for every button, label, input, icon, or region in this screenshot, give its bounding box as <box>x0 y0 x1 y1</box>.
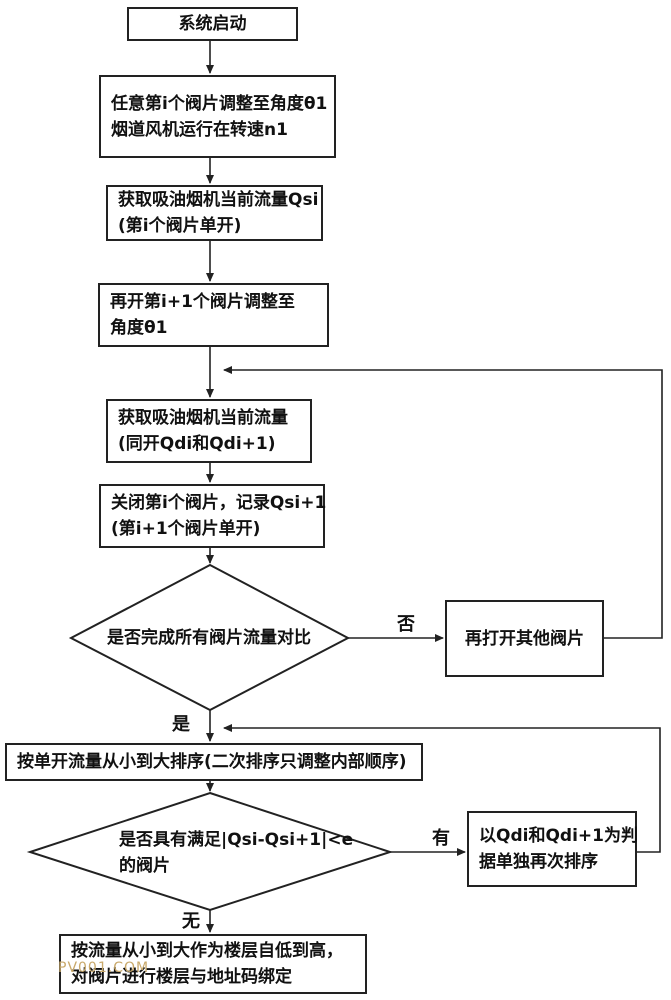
decision-diamond-2 <box>26 791 394 912</box>
step-open-next-line1: 再开第i+1个阀片调整至 <box>110 292 295 312</box>
label-no-1: 否 <box>397 614 415 635</box>
label-no-2: 无 <box>182 911 200 932</box>
decision-diamond-1 <box>68 563 351 712</box>
step-get-flow-both-line1: 获取吸油烟机当前流量 <box>118 408 288 428</box>
decision-2-line1: 是否具有满足|Qsi-Qsi+1|<e <box>119 830 354 850</box>
decision-2-line2: 的阀片 <box>119 856 170 876</box>
step-close-valve-line2: (第i+1个阀片单开) <box>111 519 261 539</box>
step-bind-floor-address: 按流量从小到大作为楼层自低到高， 对阀片进行楼层与地址码绑定 <box>59 934 367 994</box>
step-open-other-text: 再打开其他阀片 <box>465 628 584 649</box>
step-close-valve-record: 关闭第i个阀片，记录Qsi+1 (第i+1个阀片单开) <box>99 484 327 548</box>
step-sort-text: 按单开流量从小到大排序(二次排序只调整内部顺序) <box>17 752 407 772</box>
step-get-flow-qsi-line2: (第i个阀片单开) <box>118 216 242 236</box>
step-get-flow-both: 获取吸油烟机当前流量 (同开Qdi和Qdi+1) <box>106 399 312 463</box>
step-init-line2: 烟道风机运行在转速n1 <box>111 119 288 140</box>
label-yes-1: 是 <box>172 714 190 735</box>
step-resort-by-qdi: 以Qdi和Qdi+1为判 据单独再次排序 <box>467 811 638 887</box>
decision-1-text: 是否完成所有阀片流量对比 <box>107 628 311 648</box>
step-sort-by-flow: 按单开流量从小到大排序(二次排序只调整内部顺序) <box>5 743 423 781</box>
step-get-flow-qsi-line1: 获取吸油烟机当前流量Qsi <box>118 190 319 210</box>
step-init-angle-speed: 任意第i个阀片调整至角度θ1 烟道风机运行在转速n1 <box>99 75 336 158</box>
watermark: PV001.COM <box>58 960 150 976</box>
step-open-next-line2: 角度θ1 <box>110 318 168 338</box>
step-bind-line1: 按流量从小到大作为楼层自低到高， <box>71 941 343 961</box>
step-resort-line1: 以Qdi和Qdi+1为判 <box>479 826 638 846</box>
step-resort-line2: 据单独再次排序 <box>479 852 598 872</box>
step-system-start-text: 系统启动 <box>178 14 247 34</box>
step-open-other-valves: 再打开其他阀片 <box>445 600 604 677</box>
step-open-next-valve: 再开第i+1个阀片调整至 角度θ1 <box>98 283 329 347</box>
label-yes-2: 有 <box>432 828 450 849</box>
step-get-flow-qsi: 获取吸油烟机当前流量Qsi (第i个阀片单开) <box>106 185 323 241</box>
loop-back-open-other <box>223 366 663 639</box>
step-close-valve-line1: 关闭第i个阀片，记录Qsi+1 <box>111 493 327 513</box>
step-get-flow-both-line2: (同开Qdi和Qdi+1) <box>118 434 276 454</box>
step-system-start: 系统启动 <box>127 7 298 41</box>
step-init-line1: 任意第i个阀片调整至角度θ1 <box>111 93 328 114</box>
step-bind-line2: 对阀片进行楼层与地址码绑定 <box>71 967 292 987</box>
